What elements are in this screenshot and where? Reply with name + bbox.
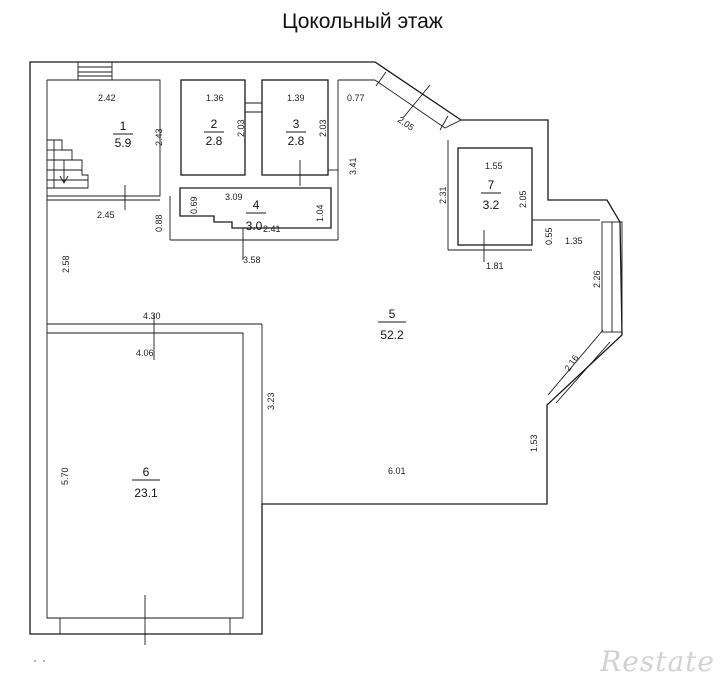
dim-0-88: 0.88 <box>154 214 164 232</box>
room-2-num: 2 <box>211 117 218 131</box>
dim-2-05-b: 2.05 <box>518 190 528 208</box>
dim-5-70: 5.70 <box>60 467 70 485</box>
diagonal-window-top <box>374 79 462 129</box>
room-5-area: 52.2 <box>380 328 404 342</box>
room-3-num: 3 <box>293 117 300 131</box>
dim-2-42: 2.42 <box>98 93 116 103</box>
room-3-area: 2.8 <box>288 134 305 148</box>
room-7-num: 7 <box>488 178 495 192</box>
dim-3-41: 3.41 <box>348 157 358 175</box>
dim-0-69: 0.69 <box>189 196 199 214</box>
dim-4-06: 4.06 <box>136 348 154 358</box>
room-2-walls <box>180 79 246 176</box>
room-6-num: 6 <box>143 465 150 479</box>
dim-2-03-b: 2.03 <box>318 119 328 137</box>
stair-arrow <box>59 160 69 184</box>
dim-6-01: 6.01 <box>388 466 406 476</box>
dim-2-31: 2.31 <box>438 186 448 204</box>
dim-1-39: 1.39 <box>287 93 305 103</box>
dim-2-58: 2.58 <box>61 255 71 273</box>
dim-2-16: 2.16 <box>562 353 580 373</box>
dim-2-43: 2.43 <box>154 128 164 146</box>
dim-0-55: 0.55 <box>544 227 554 245</box>
room-6-area: 23.1 <box>134 486 158 500</box>
dim-1-81: 1.81 <box>486 261 504 271</box>
dim-1-04: 1.04 <box>315 204 325 222</box>
stairs <box>47 139 89 189</box>
room-3-walls <box>261 79 329 176</box>
dim-3-09: 3.09 <box>225 192 243 202</box>
room-4-num: 4 <box>253 198 260 212</box>
vent-grille <box>77 61 113 81</box>
dim-2-03-a: 2.03 <box>236 119 246 137</box>
dim-0-77: 0.77 <box>347 93 365 103</box>
dim-2-05-a: 2.05 <box>396 114 416 132</box>
dot-mark <box>34 660 36 662</box>
dim-1-53: 1.53 <box>529 434 539 452</box>
room-2-area: 2.8 <box>206 134 223 148</box>
window-diagonal <box>547 329 611 404</box>
room-7-area: 3.2 <box>483 198 500 212</box>
dim-3-23: 3.23 <box>266 392 276 410</box>
plan-title: Цокольный этаж <box>282 10 443 33</box>
room-1-num: 1 <box>120 119 127 133</box>
dim-3-58: 3.58 <box>243 255 261 265</box>
dim-1-55: 1.55 <box>485 161 503 171</box>
dim-4-30: 4.30 <box>143 311 161 321</box>
room-1-area: 5.9 <box>115 136 132 150</box>
room-4-walls <box>179 187 332 229</box>
outer-wall <box>29 61 623 635</box>
watermark-logo: Restate <box>600 645 715 678</box>
dim-2-45: 2.45 <box>97 210 115 220</box>
room-5-num: 5 <box>389 307 396 321</box>
dot-mark-2 <box>43 660 45 662</box>
dim-1-35: 1.35 <box>565 236 583 246</box>
inner-wall <box>46 80 244 619</box>
dim-2-26: 2.26 <box>592 270 602 288</box>
dim-1-36: 1.36 <box>206 93 224 103</box>
room-7-walls <box>457 147 533 246</box>
dim-2-41: 2.41 <box>263 224 281 234</box>
room-4-area: 3.0 <box>246 219 263 233</box>
